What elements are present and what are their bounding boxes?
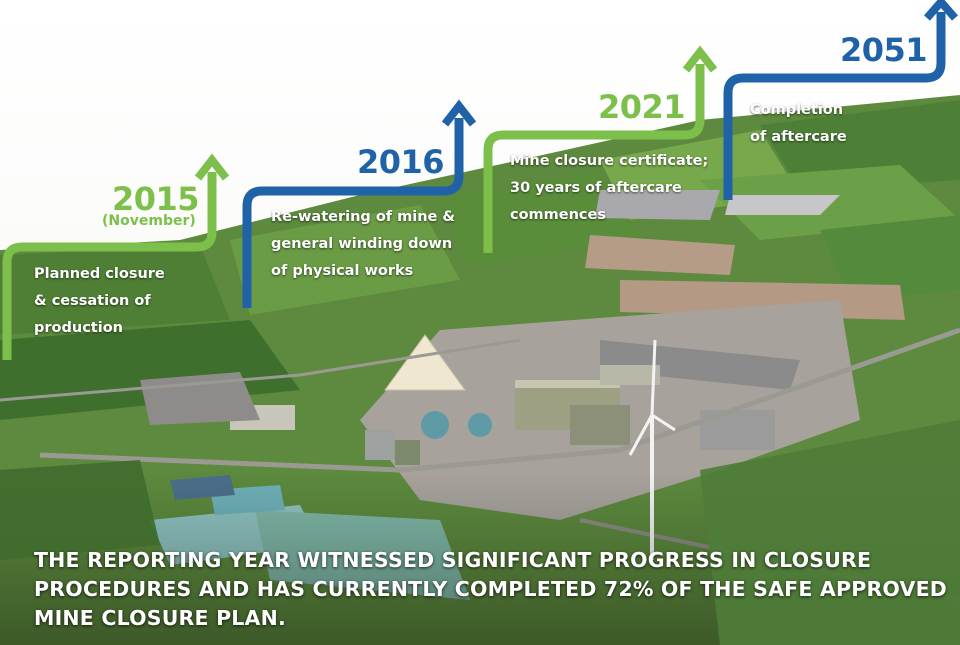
year-2051: 2051 — [840, 31, 928, 69]
milestone-line: Planned closure — [34, 266, 165, 282]
timeline-step-2015 — [2, 172, 217, 360]
timeline-step-2051 — [723, 12, 946, 200]
arrow-up-icon — [441, 99, 477, 127]
milestone-2015-text: Planned closure & cessation of productio… — [34, 261, 165, 342]
year-2015-note: (November) — [102, 213, 196, 229]
milestone-line: of aftercare — [750, 129, 847, 145]
milestone-line: of physical works — [271, 263, 414, 279]
arrow-up-icon — [923, 0, 959, 21]
statement-line: PROCEDURES AND HAS CURRENTLY COMPLETED 7… — [34, 577, 947, 601]
milestone-line: general winding down — [271, 236, 453, 252]
milestone-line: Re-watering of mine & — [271, 209, 456, 225]
arrow-up-icon — [194, 153, 230, 181]
milestone-line: Completion — [750, 102, 844, 118]
milestone-2021-text: Mine closure certificate; 30 years of af… — [510, 148, 708, 229]
arrow-up-icon — [682, 45, 718, 73]
progress-statement: THE REPORTING YEAR WITNESSED SIGNIFICANT… — [34, 546, 947, 633]
milestone-line: & cessation of — [34, 293, 151, 309]
milestone-2016-text: Re-watering of mine & general winding do… — [271, 204, 455, 285]
milestone-2051-text: Completion of aftercare — [750, 97, 847, 151]
statement-line: THE REPORTING YEAR WITNESSED SIGNIFICANT… — [34, 548, 872, 572]
milestone-line: commences — [510, 207, 606, 223]
milestone-line: Mine closure certificate; — [510, 153, 709, 169]
year-2015: 2015 — [112, 180, 200, 218]
timeline-step-2016 — [242, 118, 464, 308]
year-2021: 2021 — [598, 88, 686, 126]
timeline-step-2021 — [483, 64, 705, 253]
milestone-line: production — [34, 320, 123, 336]
statement-line: MINE CLOSURE PLAN. — [34, 606, 286, 630]
milestone-line: 30 years of aftercare — [510, 180, 682, 196]
year-2016: 2016 — [357, 143, 445, 181]
